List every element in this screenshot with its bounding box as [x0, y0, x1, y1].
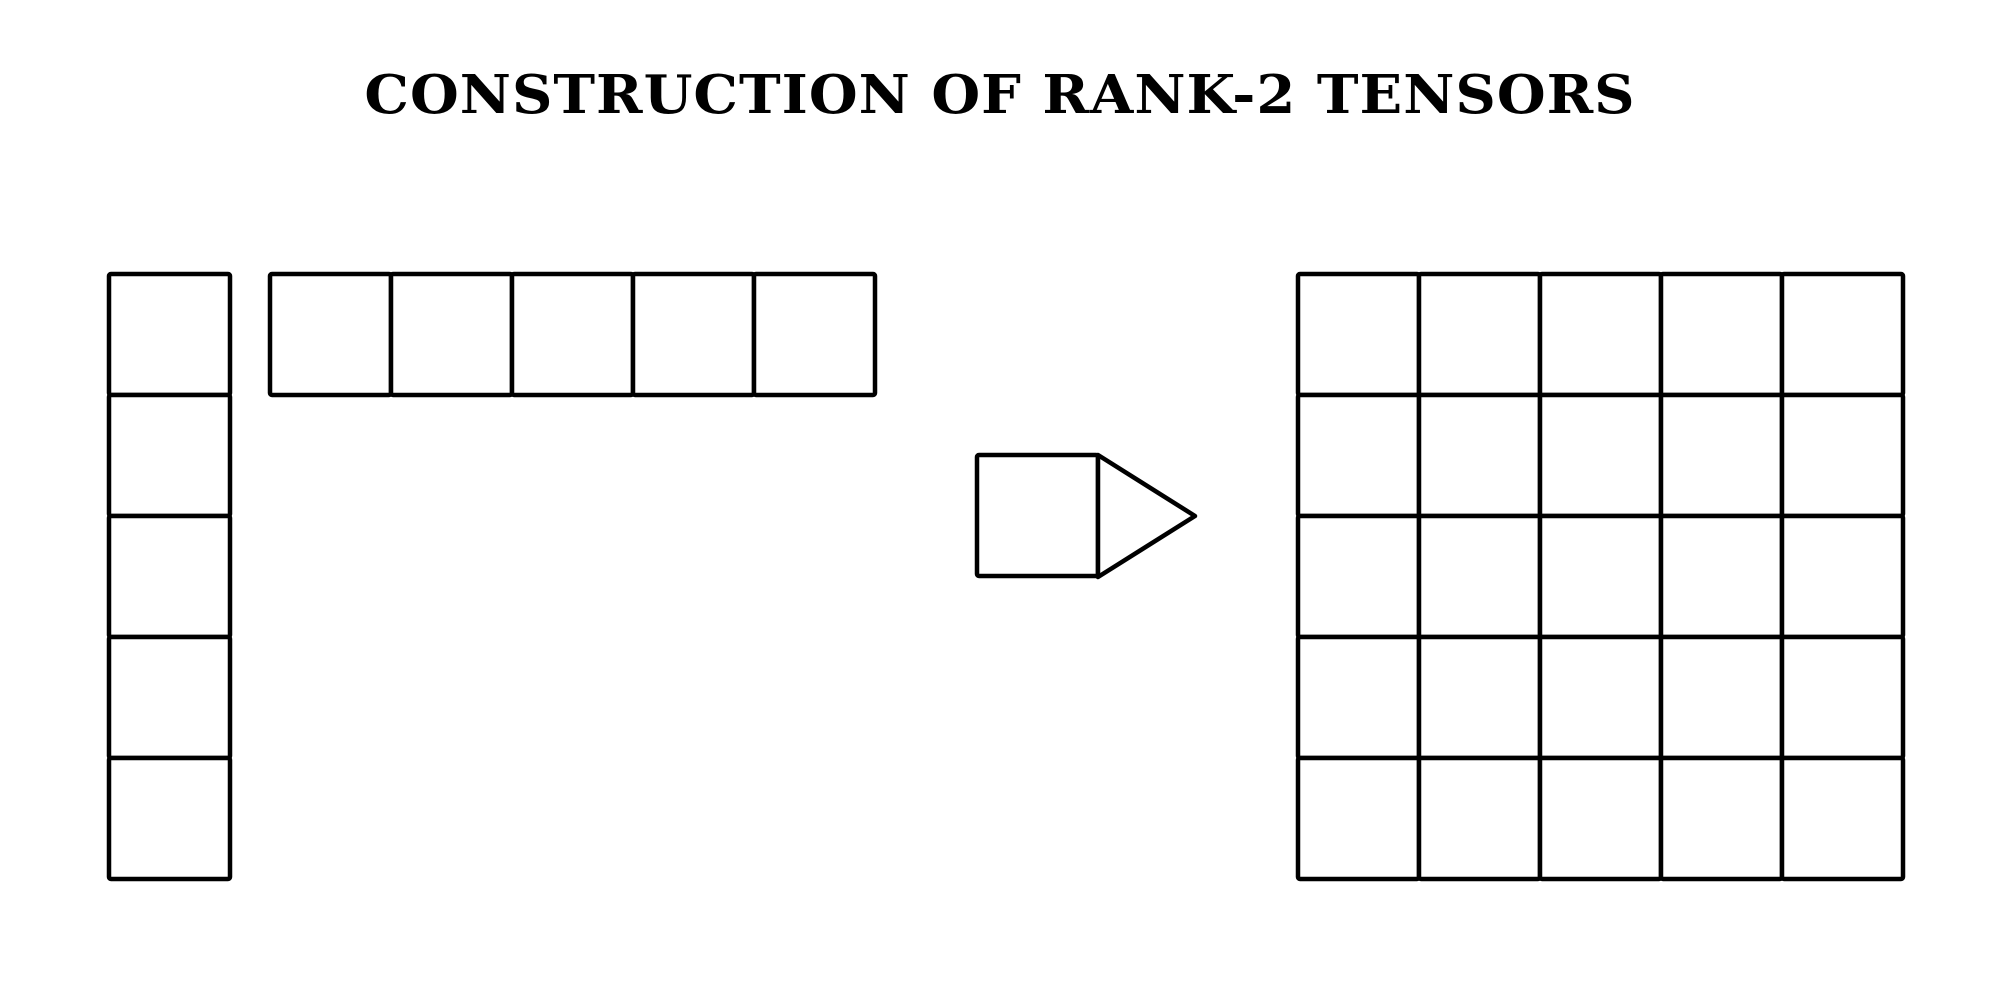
matrix-cell [1295, 271, 1422, 398]
matrix-cell [1416, 634, 1543, 761]
matrix-cell [1295, 755, 1422, 882]
column-vector-cell [106, 634, 233, 761]
matrix-cell [1416, 271, 1543, 398]
matrix-cell [1537, 513, 1664, 640]
matrix-cell [1658, 271, 1785, 398]
matrix-cell [1658, 392, 1785, 519]
column-vector-cell [106, 271, 233, 398]
row-vector-cell [267, 271, 394, 398]
arrow-head [1095, 452, 1198, 580]
matrix-cell [1658, 513, 1785, 640]
matrix-cell [1658, 634, 1785, 761]
matrix-cell [1295, 513, 1422, 640]
diagram-title: CONSTRUCTION OF RANK-2 TENSORS [364, 63, 1636, 127]
matrix-cell [1416, 755, 1543, 882]
matrix-cell [1416, 392, 1543, 519]
matrix-cell [1537, 634, 1664, 761]
matrix-cell [1779, 271, 1906, 398]
column-vector-cell [106, 392, 233, 519]
arrow-body [974, 452, 1101, 579]
matrix-cell [1537, 755, 1664, 882]
row-vector-cell [751, 271, 878, 398]
row-vector-cell [509, 271, 636, 398]
matrix-cell [1537, 271, 1664, 398]
matrix-cell [1779, 513, 1906, 640]
matrix-cell [1295, 634, 1422, 761]
column-vector-cell [106, 513, 233, 640]
row-vector-cell [630, 271, 757, 398]
row-vector-cell [388, 271, 515, 398]
column-vector-cell [106, 755, 233, 882]
row-vector [267, 271, 878, 398]
matrix-cell [1658, 755, 1785, 882]
matrix-cell [1295, 392, 1422, 519]
matrix-cell [1779, 755, 1906, 882]
column-vector [106, 271, 233, 882]
matrix-cell [1779, 392, 1906, 519]
rank2-tensor-matrix [1295, 271, 1906, 882]
arrow-right-icon [974, 452, 1198, 580]
matrix-cell [1779, 634, 1906, 761]
matrix-cell [1537, 392, 1664, 519]
matrix-cell [1416, 513, 1543, 640]
